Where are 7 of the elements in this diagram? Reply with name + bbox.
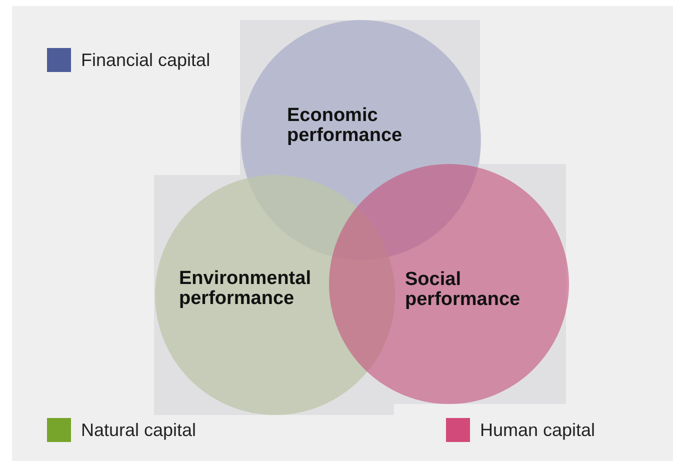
circle-label: Social performance [405, 270, 522, 310]
legend-label: Natural capital [81, 420, 196, 440]
legend-label: Financial capital [81, 50, 210, 70]
venn-circle [329, 164, 569, 404]
legend-label: Human capital [480, 420, 596, 440]
circle-label: Environmental performance [179, 269, 312, 309]
circle-label: Economic performance [287, 106, 404, 146]
